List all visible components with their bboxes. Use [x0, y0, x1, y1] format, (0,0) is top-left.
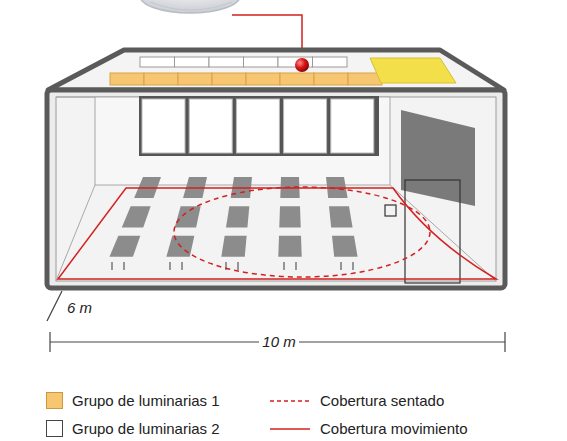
legend-text: Grupo de luminarias 1	[72, 392, 220, 410]
floor-edge	[390, 185, 496, 281]
luminaire	[280, 73, 314, 85]
bench	[278, 236, 301, 257]
luminaire	[209, 57, 244, 67]
bench	[221, 236, 246, 257]
bench	[332, 236, 358, 257]
legend-line	[270, 428, 310, 430]
window-pane	[236, 99, 279, 153]
window-frame	[139, 96, 379, 156]
bench-leg	[340, 262, 342, 270]
luminaire	[178, 73, 212, 85]
legend-text: Cobertura movimiento	[320, 420, 468, 438]
motion-coverage	[58, 188, 496, 279]
luminaire	[212, 73, 246, 85]
legend-text: Grupo de luminarias 2	[72, 420, 220, 438]
window-pane	[284, 99, 327, 153]
bench-leg	[181, 262, 183, 270]
bench	[329, 206, 353, 227]
benches	[109, 177, 357, 270]
legend-swatch	[46, 392, 63, 409]
seated-coverage	[174, 187, 430, 277]
legend-line-sample	[268, 392, 312, 409]
presence-sensor	[140, 0, 240, 13]
luminaire-panel	[370, 58, 456, 83]
luminaire	[313, 57, 348, 67]
bench	[175, 206, 201, 227]
luminaire-group-1	[110, 73, 382, 85]
bench-leg	[352, 262, 354, 270]
bench	[279, 206, 300, 227]
wall-edge	[56, 97, 95, 98]
back-wall	[95, 97, 390, 185]
bench-leg	[295, 262, 297, 270]
luminaire	[314, 73, 348, 85]
sensor-dot	[295, 58, 309, 72]
bench-leg	[169, 262, 171, 270]
room-frame	[47, 90, 505, 288]
projection-screen	[401, 110, 475, 206]
luminaire	[246, 73, 280, 85]
luminaire	[110, 73, 144, 85]
legend-line	[270, 400, 310, 402]
room-interior	[56, 97, 496, 281]
windows	[139, 96, 379, 156]
bench-leg	[237, 262, 239, 270]
window-pane	[142, 99, 185, 153]
luminaire	[144, 73, 178, 85]
floor-edge	[56, 185, 95, 281]
bench-leg	[123, 262, 125, 270]
legend-swatch	[46, 420, 63, 437]
luminaire	[140, 57, 175, 67]
window-pane	[331, 99, 374, 153]
luminaire	[175, 57, 210, 67]
dimension-tick	[504, 332, 505, 352]
bench	[122, 206, 151, 227]
window-pane	[189, 99, 232, 153]
switch	[385, 205, 396, 216]
dimension-label: 6 m	[64, 299, 95, 317]
luminaire	[244, 57, 279, 67]
dimension-tick	[49, 332, 50, 352]
room-ceiling	[48, 50, 504, 90]
dimension-label: 10 m	[259, 333, 298, 351]
legend-text: Cobertura sentado	[320, 392, 444, 410]
bench-leg	[283, 262, 285, 270]
legend-line-sample	[268, 420, 312, 437]
bench	[226, 206, 249, 227]
luminaire-group-2	[140, 57, 347, 67]
bench-leg	[111, 262, 113, 270]
depth-dimension-line	[47, 291, 62, 321]
bench	[109, 236, 140, 257]
